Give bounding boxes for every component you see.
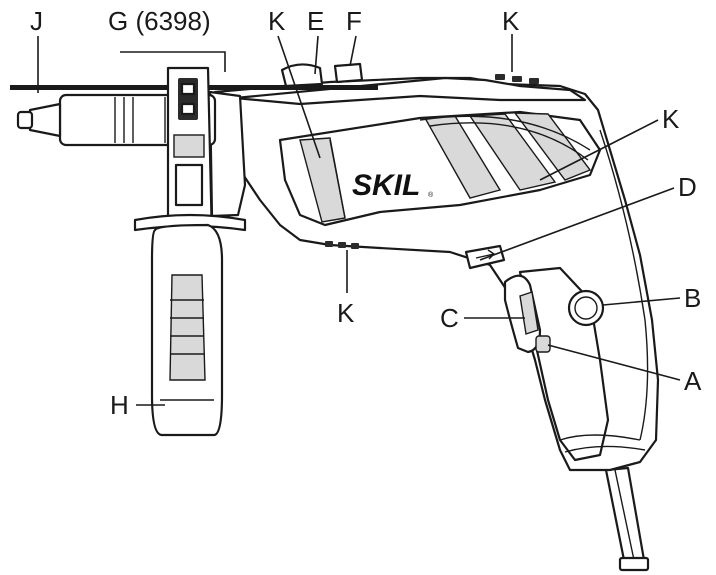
rotation-direction-switch [464, 244, 506, 270]
callout-K-right: K [662, 104, 680, 134]
callout-B: B [684, 283, 701, 313]
callout-K-bottom: K [337, 298, 355, 328]
callout-labels: J G (6398) K E F K K D K C B A H [30, 6, 702, 420]
callout-D: D [678, 172, 697, 202]
leader-lines [37, 34, 681, 406]
lock-button [535, 335, 551, 353]
top-vent-slots [495, 74, 539, 84]
speed-preselect-wheel [567, 289, 605, 327]
callout-F: F [346, 6, 362, 36]
callout-J: J [30, 6, 43, 36]
callout-G: G (6398) [108, 6, 211, 36]
callout-K-top-right: K [502, 6, 520, 36]
svg-text:®: ® [428, 191, 434, 199]
hammer-drill-selector [280, 63, 324, 88]
power-cord [604, 466, 650, 572]
callout-A: A [684, 366, 702, 396]
lock-knob [333, 62, 364, 84]
brand-logo: SKIL ® [352, 169, 434, 202]
callout-C: C [440, 303, 459, 333]
callout-H: H [110, 390, 129, 420]
auxiliary-handle [133, 66, 247, 437]
drill-housing [213, 74, 660, 472]
callout-K-top-left: K [268, 6, 286, 36]
bottom-vent-slots [325, 241, 359, 249]
svg-text:SKIL: SKIL [352, 169, 420, 202]
callout-E: E [307, 6, 324, 36]
